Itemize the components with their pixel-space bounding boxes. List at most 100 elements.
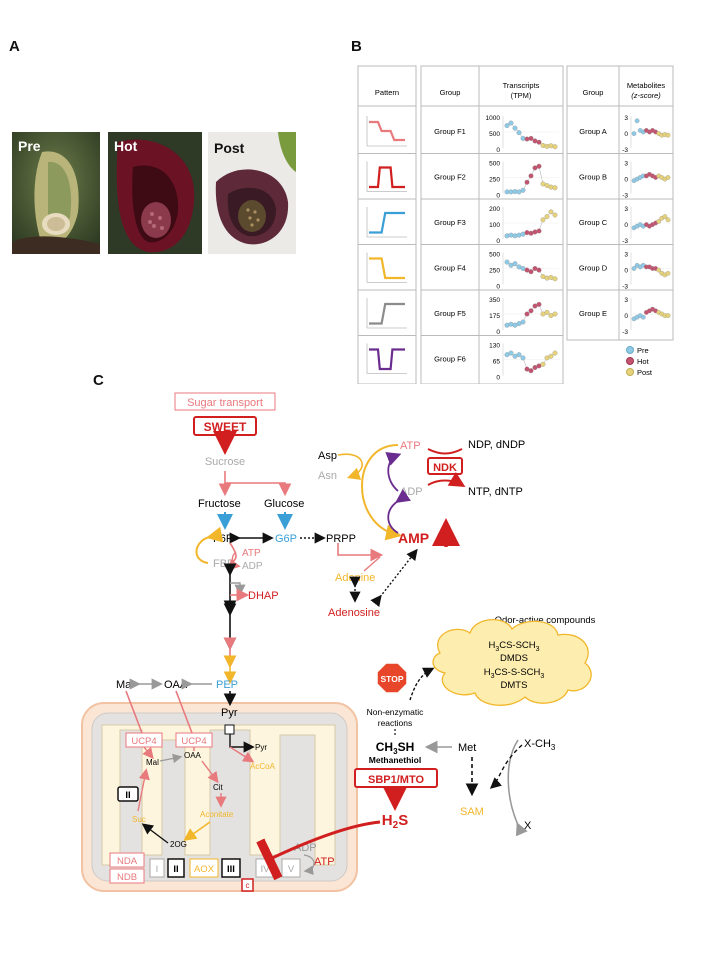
- ch3sh-label: CH3SH: [376, 740, 414, 756]
- metabolite-dot: [665, 132, 671, 138]
- transcript-tick: 350: [489, 297, 500, 304]
- metabolite-tick: 3: [624, 206, 628, 213]
- transcript-dot: [536, 301, 542, 307]
- cytochrome-c-box: [241, 878, 254, 892]
- atp-etc-label: ATP: [314, 856, 335, 868]
- sam-label: SAM: [460, 806, 484, 818]
- metabolite-dot: [665, 313, 671, 318]
- transcript-dot: [536, 228, 542, 234]
- sucrose-to-glucose-arrow: [224, 471, 292, 497]
- transcripts-table-frame: [420, 65, 564, 384]
- oaa-to-ucp4-line: [175, 690, 193, 734]
- dhap-label: DHAP: [248, 590, 279, 602]
- complex-ii-tca-label: II: [125, 790, 130, 801]
- transcript-dot: [544, 214, 550, 220]
- asn-label: Asn: [318, 470, 337, 482]
- complex-v-label: V: [288, 864, 295, 875]
- tca-mal-oaa-arrow: [159, 753, 183, 764]
- x-cycle-arc: [507, 739, 528, 837]
- h2s-inhibition-line: [256, 820, 381, 881]
- methanethiol-label: Methanethiol: [369, 755, 421, 765]
- pattern-curve: [369, 120, 405, 142]
- mitochondrion-matrix: [101, 724, 336, 866]
- complex-iv-label: IV: [261, 864, 271, 875]
- metabolite-dot: [662, 214, 668, 219]
- transcript-tick: 0: [496, 147, 500, 154]
- transcript-tick: 1000: [486, 115, 501, 122]
- transcript-dot: [508, 321, 514, 327]
- transcript-dot: [544, 143, 550, 149]
- photo-post-image: [208, 132, 296, 254]
- ndk-input-arc: [427, 448, 463, 455]
- metabolite-dot: [665, 270, 671, 276]
- transcript-dot: [524, 311, 530, 317]
- pattern-curve: [369, 257, 405, 280]
- transcript-tick: 500: [489, 252, 500, 259]
- 2og-suc-arrow: [141, 823, 169, 844]
- suc-label: Suc: [132, 815, 146, 824]
- pattern-column-frame: [357, 65, 417, 384]
- transcript-tick: 250: [489, 268, 500, 275]
- fbp-to-f6p-arrow: [195, 526, 224, 564]
- dmts-formula: H3CS-S-SCH3: [484, 667, 545, 680]
- ndb-label: NDB: [117, 872, 137, 883]
- oaa-label: OAA: [164, 679, 188, 691]
- photo-post: Post: [208, 132, 296, 254]
- metabolite-tick: 3: [624, 297, 628, 304]
- nda-label: NDA: [117, 856, 138, 867]
- metabolite-dot: [656, 219, 662, 224]
- metabolite-tick: 0: [624, 131, 628, 138]
- amp-label: AMP: [398, 530, 429, 546]
- metabolite-dot: [665, 175, 671, 180]
- photo-pre-image: [12, 132, 100, 254]
- transcript-dot: [548, 209, 554, 215]
- metabolite-tick: 0: [624, 313, 628, 320]
- transcript-dot: [552, 144, 558, 150]
- odor-title: Odor-active compounds: [495, 615, 596, 626]
- sugar-transport-box: [174, 392, 276, 411]
- transcript-dot: [520, 355, 526, 361]
- adenosine-amp-arrow: [370, 548, 418, 608]
- transcript-dot: [552, 311, 558, 317]
- transcript-dot: [548, 353, 554, 359]
- legend-label-post: Post: [637, 368, 653, 377]
- header-metabolites: Metabolites: [627, 81, 666, 90]
- fructose-label: Fructose: [198, 498, 241, 510]
- transcript-dot: [524, 136, 530, 142]
- complex-ii: [167, 858, 185, 878]
- dmds-formula: H3CS-SCH3: [488, 640, 539, 653]
- header-zscore: (z-score): [631, 91, 661, 100]
- metabolite-tick: 3: [624, 252, 628, 259]
- transcript-dot: [512, 233, 518, 239]
- atp-label-nt: ATP: [400, 440, 421, 452]
- transcript-tick: 0: [496, 284, 500, 291]
- ndk-box: [427, 457, 463, 475]
- transcript-dot: [504, 322, 510, 328]
- transcript-tick: 0: [496, 238, 500, 245]
- pattern-curve: [369, 348, 405, 371]
- transcript-tick: 500: [489, 131, 500, 138]
- metabolite-group-name: Group E: [579, 309, 607, 318]
- pep-label: PEP: [216, 679, 238, 691]
- transcript-dot: [504, 259, 510, 265]
- mal-label: Mal: [116, 679, 134, 691]
- atp-label-1: ATP: [242, 548, 261, 559]
- metabolite-tick: 0: [624, 222, 628, 229]
- mal-matrix-label: Mal: [146, 758, 159, 767]
- fbp-label: FBP: [213, 558, 234, 570]
- transcript-tick: 65: [493, 359, 501, 366]
- header-transcripts: Transcripts: [503, 81, 540, 90]
- photo-pre: Pre: [12, 132, 100, 254]
- transcript-dot: [504, 233, 510, 239]
- transcript-group-name: Group F2: [434, 173, 466, 182]
- metabolite-dot: [631, 266, 637, 271]
- stop-sign: [376, 662, 408, 694]
- non-enzymatic-arrow: [409, 667, 435, 701]
- header-pattern: Pattern: [375, 88, 399, 97]
- transcript-tick: 175: [489, 313, 500, 320]
- photo-hot-image: [108, 132, 202, 254]
- transcript-dot: [544, 275, 550, 281]
- transcript-dot: [516, 232, 522, 238]
- metabolite-group-name: Group D: [579, 264, 608, 273]
